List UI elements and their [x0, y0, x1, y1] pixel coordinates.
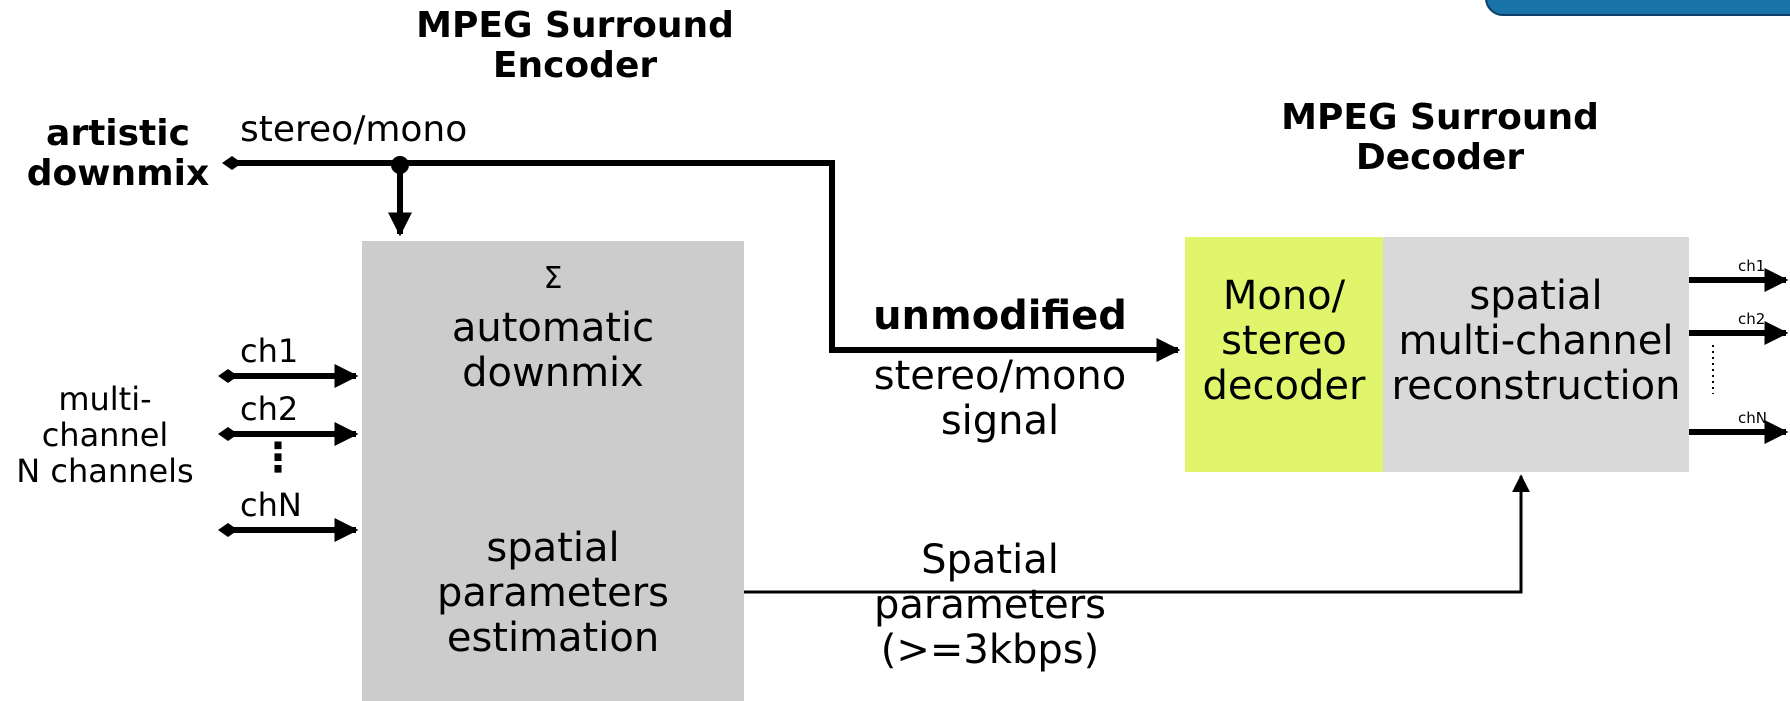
signal-line2: signal — [940, 397, 1060, 444]
auto-downmix-line1: automatic — [451, 305, 655, 351]
input-ch2-arrow — [218, 422, 359, 446]
auto-downmix-line2: downmix — [462, 349, 644, 396]
stereo-mono-label: stereo/mono — [240, 109, 468, 150]
spatial-est-line3: estimation — [446, 614, 660, 661]
downmix-path — [232, 160, 1181, 362]
spatial-estimation-label: spatial parameters estimation — [362, 526, 744, 660]
artistic-line2: downmix — [26, 153, 210, 195]
core-line2: stereo — [1221, 317, 1347, 364]
junction-dot — [391, 156, 409, 174]
multichannel-line1: multi- — [58, 380, 152, 418]
input-ch1-arrow — [218, 364, 359, 388]
input-chN-arrow — [218, 518, 359, 542]
artistic-downmix-label: artistic downmix — [18, 113, 218, 195]
input-ch1-label: ch1 — [240, 332, 299, 370]
recon-line2: multi-channel — [1398, 317, 1674, 364]
output-chN-label: chN — [1738, 409, 1767, 427]
encoder-block — [362, 241, 744, 701]
output-ch2-label: ch2 — [1738, 310, 1766, 328]
artistic-line1: artistic — [46, 113, 190, 154]
recon-line3: reconstruction — [1391, 362, 1681, 409]
signal-line1: stereo/mono — [873, 353, 1127, 399]
core-decoder-block — [1185, 237, 1383, 472]
spatial-est-line1: spatial — [486, 525, 620, 571]
input-chN-label: chN — [240, 486, 302, 524]
decoder-title: MPEG Surround Decoder — [1260, 97, 1620, 179]
downmix-input-diamond — [222, 156, 242, 170]
spatial-est-line2: parameters — [436, 569, 669, 616]
input-ch2-label: ch2 — [240, 390, 299, 428]
sum-symbol: Σ — [543, 261, 563, 296]
multichannel-label: multi- channel N channels — [0, 380, 210, 490]
input-ellipsis: ⋮ — [258, 435, 298, 481]
encoder-title: MPEG Surround Encoder — [395, 5, 755, 87]
unmodified-label: unmodified — [873, 293, 1127, 339]
core-line3: decoder — [1202, 362, 1366, 409]
output-ch1-label: ch1 — [1738, 257, 1766, 275]
encoder-title-line2: Encoder — [492, 45, 658, 87]
spatial-line1: Spatial — [921, 537, 1059, 583]
spatial-parameters-path — [744, 474, 1530, 594]
decoder-title-line2: Decoder — [1355, 137, 1525, 179]
core-decoder-label: Mono/ stereo decoder — [1185, 274, 1383, 408]
spatial-line2: parameters — [873, 581, 1106, 628]
reconstruction-label: spatial multi-channel reconstruction — [1383, 274, 1689, 408]
spatial-line3: (>=3kbps) — [880, 626, 1100, 673]
spatial-parameters-label: Spatial parameters (>=3kbps) — [830, 538, 1150, 672]
multichannel-line2: channel — [41, 415, 169, 454]
reconstruction-block — [1383, 237, 1689, 472]
multichannel-line3: N channels — [16, 451, 194, 490]
encoder-title-line1: MPEG Surround — [416, 5, 734, 46]
recon-line1: spatial — [1469, 273, 1603, 319]
core-line1: Mono/ — [1222, 273, 1346, 319]
decoder-title-line1: MPEG Surround — [1281, 97, 1599, 138]
automatic-downmix-label: automatic downmix — [362, 306, 744, 396]
signal-label: stereo/mono signal — [840, 354, 1160, 444]
